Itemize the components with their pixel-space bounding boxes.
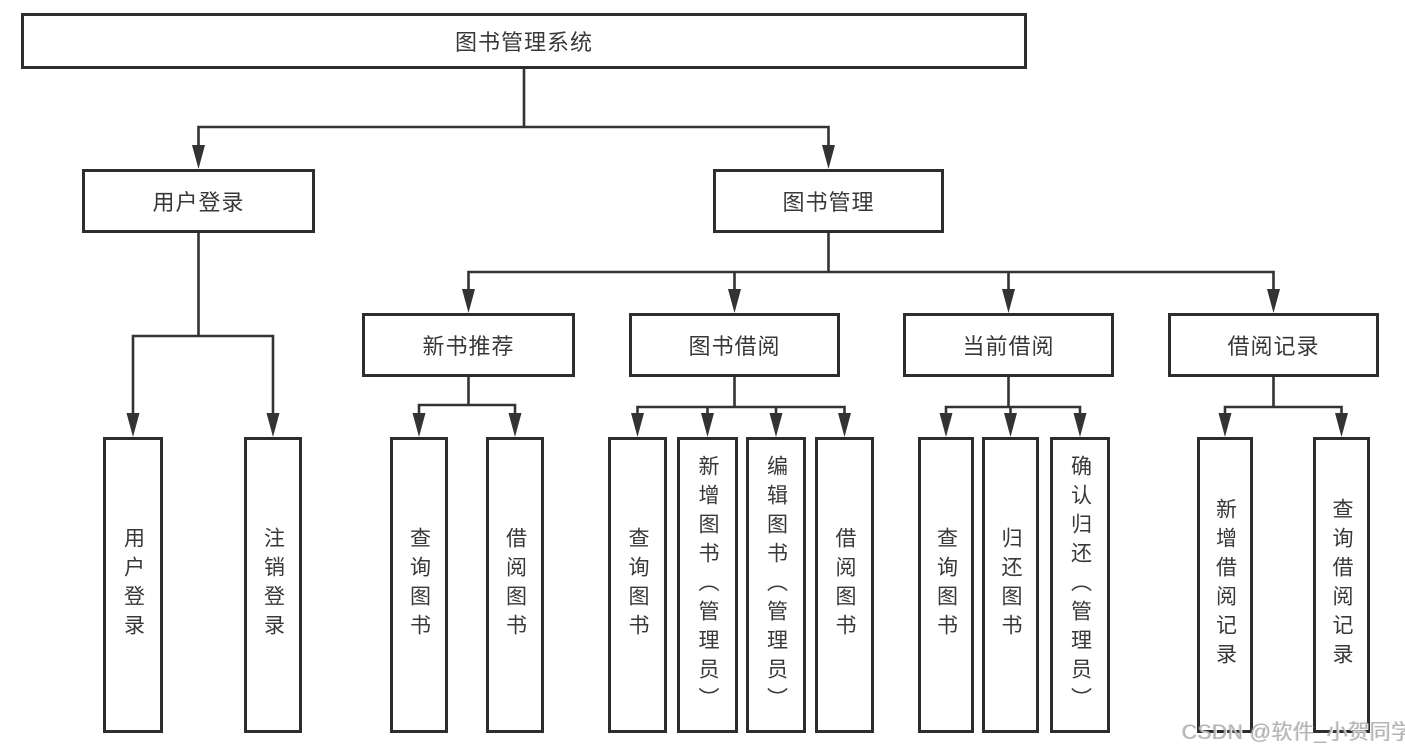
leaf-query-book-borrow: 查询图书: [608, 437, 667, 733]
arrow-down-icon: [631, 413, 644, 437]
node-borrow-record: 借阅记录: [1168, 313, 1379, 377]
arrow-down-icon: [939, 413, 953, 437]
leaf-query-book-current: 查询图书: [918, 437, 974, 733]
arrow-down-icon: [192, 145, 205, 169]
leaf-logout: 注销登录: [244, 437, 302, 733]
leaf-add-borrow-record: 新增借阅记录: [1197, 437, 1253, 733]
arrow-down-icon: [412, 413, 426, 437]
leaf-add-book-admin: 新增图书（管理员）: [677, 437, 738, 733]
arrow-down-icon: [822, 145, 835, 169]
node-current-borrow: 当前借阅: [903, 313, 1114, 377]
arrow-down-icon: [508, 413, 522, 437]
arrow-down-icon: [1004, 413, 1017, 437]
arrowhead-icons: [126, 145, 1348, 437]
arrow-down-icon: [728, 289, 741, 313]
leaf-return-book: 归还图书: [982, 437, 1039, 733]
leaf-borrow-book-recommend: 借阅图书: [486, 437, 544, 733]
arrow-down-icon: [1335, 413, 1348, 437]
leaf-label: 查询图书: [934, 527, 958, 643]
arrow-down-icon: [462, 289, 475, 313]
leaf-confirm-return-admin: 确认归还（管理员）: [1050, 437, 1110, 733]
csdn-watermark: CSDN @软件_小贺同学: [1182, 721, 1405, 744]
arrow-down-icon: [701, 413, 714, 437]
leaf-user-login: 用户登录: [103, 437, 163, 733]
arrow-down-icon: [126, 413, 140, 437]
arrow-down-icon: [1073, 413, 1087, 437]
node-book-management: 图书管理: [713, 169, 944, 233]
node-new-book-recommend: 新书推荐: [362, 313, 575, 377]
leaf-borrow-book: 借阅图书: [815, 437, 874, 733]
arrow-down-icon: [838, 413, 851, 437]
leaf-label: 查询图书: [626, 527, 649, 643]
node-root-system: 图书管理系统: [21, 13, 1027, 69]
arrow-down-icon: [1267, 289, 1280, 313]
connector-strokes: [131, 67, 1343, 415]
leaf-label: 用户登录: [121, 527, 145, 643]
leaf-label: 确认归还（管理员）: [1068, 454, 1092, 716]
leaf-label: 查询借阅记录: [1330, 498, 1353, 672]
leaf-label: 查询图书: [407, 527, 431, 643]
leaf-label: 编辑图书（管理员）: [764, 454, 788, 716]
leaf-edit-book-admin: 编辑图书（管理员）: [746, 437, 806, 733]
arrow-down-icon: [1218, 413, 1232, 437]
arrow-down-icon: [1002, 289, 1015, 313]
leaf-label: 借阅图书: [503, 527, 527, 643]
leaf-label: 归还图书: [999, 527, 1022, 643]
leaf-label: 注销登录: [261, 527, 285, 643]
leaf-label: 借阅图书: [833, 527, 856, 643]
leaf-query-book-recommend: 查询图书: [390, 437, 448, 733]
arrow-down-icon: [266, 413, 280, 437]
leaf-label: 新增图书（管理员）: [696, 454, 719, 716]
arrow-down-icon: [769, 413, 783, 437]
node-user-login: 用户登录: [82, 169, 315, 233]
leaf-label: 新增借阅记录: [1213, 498, 1237, 672]
node-book-borrow: 图书借阅: [629, 313, 840, 377]
leaf-query-borrow-record: 查询借阅记录: [1313, 437, 1370, 733]
